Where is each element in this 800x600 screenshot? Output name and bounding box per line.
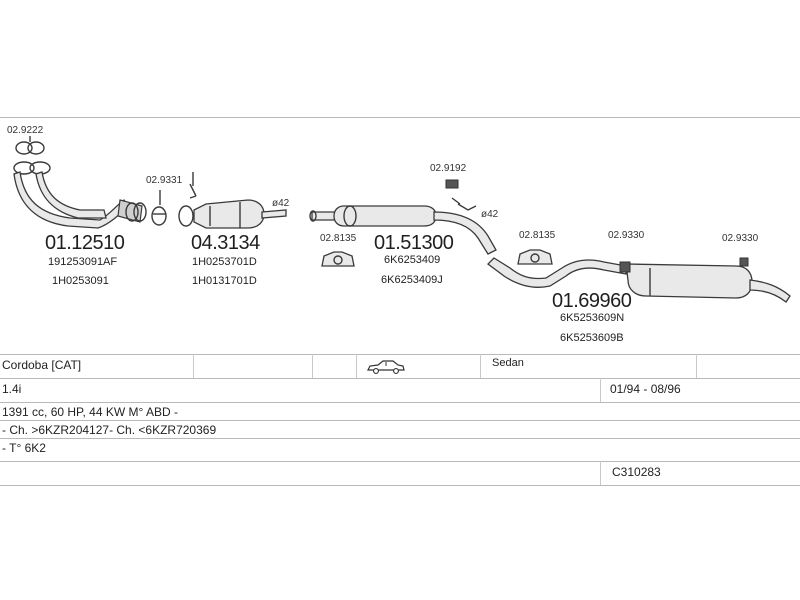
cell-divider: [312, 354, 313, 378]
diagram-top-border: [0, 117, 800, 118]
clamp-label: 02.8135: [519, 230, 556, 241]
middle-silencer-icon: [309, 205, 497, 255]
cell-divider: [600, 378, 601, 402]
part-code: 01.51300: [374, 232, 454, 254]
rear-silencer-icon: [487, 257, 791, 303]
rubber-mount-icon: [321, 251, 355, 267]
part-ref: 191253091AF: [48, 256, 118, 268]
clamp-label: 02.9222: [7, 125, 44, 136]
reference-code: C310283: [612, 465, 661, 479]
part-ref: 6K6253409J: [381, 274, 443, 286]
sedan-car-icon: [367, 360, 405, 374]
cell-divider: [193, 354, 194, 378]
body-type: Sedan: [492, 357, 524, 369]
table-divider: [0, 485, 800, 486]
clamp-label: 02.9330: [722, 233, 759, 244]
part-ref: 6K6253409: [384, 254, 441, 266]
table-divider: [0, 420, 800, 421]
clamp-label: 02.9330: [608, 230, 645, 241]
production-dates: 01/94 - 08/96: [610, 382, 681, 396]
rubber-mount-icon: [517, 249, 553, 265]
engine: 1.4i: [2, 382, 22, 396]
table-divider: [0, 402, 800, 403]
engine-spec: 1391 cc, 60 HP, 44 KW M° ABD -: [2, 405, 178, 419]
table-divider: [0, 354, 800, 355]
gasket-icon: [15, 136, 45, 155]
cell-divider: [356, 354, 357, 378]
vehicle-type: - T° 6K2: [2, 441, 46, 455]
clamp-label: 02.8135: [320, 233, 357, 244]
cell-divider: [696, 354, 697, 378]
part-ref: 1H0253091: [52, 275, 109, 287]
table-divider: [0, 438, 800, 439]
part-ref: 6K5253609N: [560, 312, 625, 324]
chassis-range: - Ch. >6KZR204127- Ch. <6KZR720369: [2, 423, 217, 437]
part-ref: 6K5253609B: [560, 332, 624, 344]
diameter-label: ø42: [272, 198, 290, 209]
catalytic-converter-icon: [178, 172, 287, 229]
clamp-icon: [151, 190, 167, 226]
part-code: 04.3134: [191, 232, 260, 254]
table-divider: [0, 461, 800, 462]
table-divider: [0, 378, 800, 379]
bracket-icon: [445, 179, 477, 211]
diameter-label: ø42: [481, 209, 499, 220]
front-pipe-icon: [13, 161, 147, 229]
exhaust-parts-drawing: [13, 136, 791, 303]
part-ref: 1H0253701D: [192, 256, 257, 268]
clamp-label: 02.9331: [146, 175, 183, 186]
clamp-label: 02.9192: [430, 163, 467, 174]
cell-divider: [600, 461, 601, 485]
part-code: 01.12510: [45, 232, 125, 254]
part-ref: 1H0131701D: [192, 275, 257, 287]
part-code: 01.69960: [552, 290, 632, 312]
cell-divider: [480, 354, 481, 378]
vehicle-model: Cordoba [CAT]: [2, 358, 82, 372]
